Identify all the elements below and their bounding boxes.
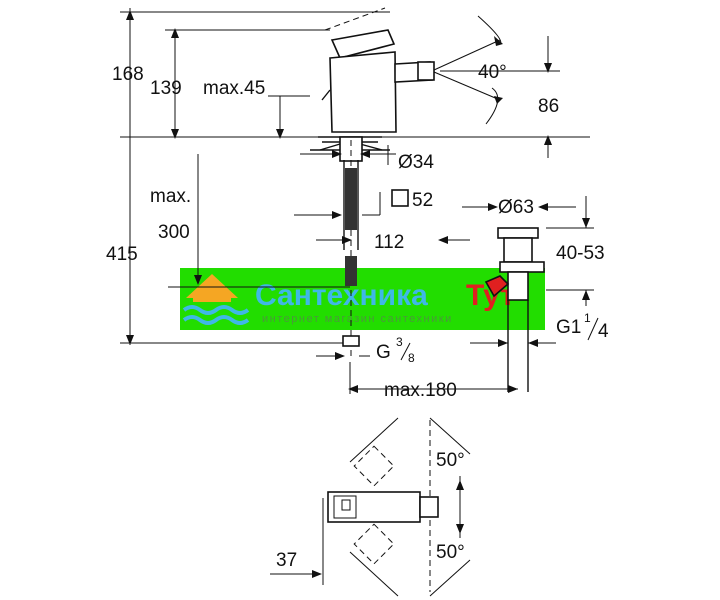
dim-angle-40: 40°	[478, 62, 507, 83]
dim-g38-num: 3	[396, 335, 403, 349]
dim-dia34: Ø34	[398, 152, 434, 173]
base-dims	[294, 145, 396, 219]
dim-139: 139	[150, 78, 182, 99]
spout-angle	[433, 15, 560, 158]
square-symbol-icon	[391, 189, 409, 207]
dim-plan-50-top: 50°	[436, 450, 465, 471]
dim-168: 168	[112, 64, 144, 85]
watermark-subtitle: интернет магазин сантехники	[262, 313, 453, 325]
dim-max180: max.180	[384, 380, 457, 401]
drain-waste	[462, 196, 594, 392]
dim-300: 300	[158, 222, 190, 243]
dim-g1-num: 1	[584, 311, 591, 325]
dim-plan-37: 37	[276, 550, 297, 571]
dim-g38-label: G	[376, 342, 391, 363]
watermark: Сантехника Тут интернет магазин сантехни…	[180, 268, 545, 330]
dim-dia63: Ø63	[498, 197, 534, 218]
dim-86: 86	[538, 96, 559, 117]
dim-40-53: 40-53	[556, 243, 605, 264]
dim-415: 415	[106, 244, 138, 265]
watermark-band	[180, 268, 545, 330]
max180-lines	[348, 362, 518, 394]
dim-112-lines	[316, 236, 470, 244]
dim-112: 112	[374, 232, 404, 253]
dim-plan-50-bottom: 50°	[436, 542, 465, 563]
dim-g1-den: 4	[598, 321, 609, 342]
dim-max45: max.45	[203, 78, 265, 99]
dim-g1-label: G1	[556, 317, 581, 338]
faucet-body	[310, 7, 435, 360]
dim-sq52: 52	[412, 190, 433, 211]
plan-view	[270, 417, 471, 597]
hose	[345, 168, 357, 230]
dim-max-label: max.	[150, 186, 191, 207]
g38-lines	[316, 352, 370, 360]
watermark-title: Сантехника	[255, 279, 428, 312]
house-logo-icon	[182, 274, 250, 325]
dim-g38-den: 8	[408, 351, 415, 365]
